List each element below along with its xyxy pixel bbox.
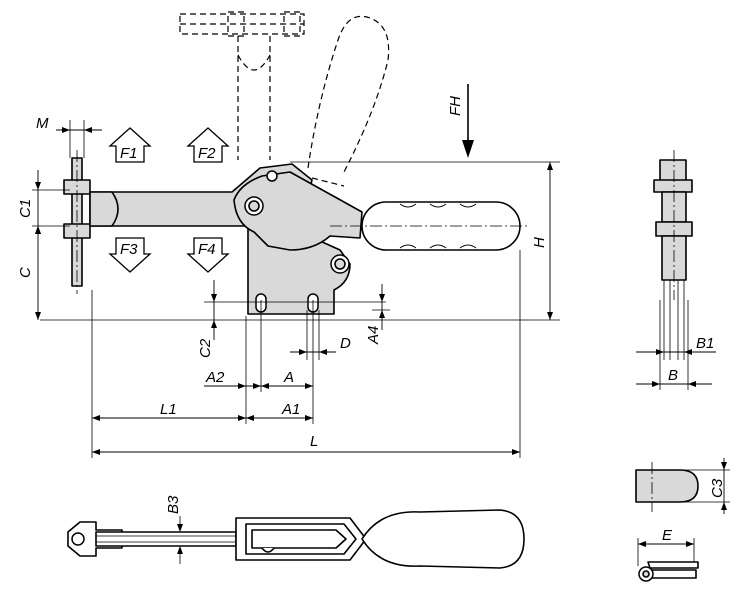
dim-c3: C3: [709, 478, 726, 498]
handle-grip-top: [361, 509, 525, 569]
dim-a1: A1: [281, 401, 300, 418]
dim-b: B: [668, 367, 678, 384]
dim-e: E: [662, 527, 673, 544]
side-view: B1 B: [636, 150, 716, 390]
front-view: F1 F2 F3 F4 FH: [17, 11, 560, 458]
force-arrow-down-icon: F4: [186, 237, 230, 273]
dim-a: A: [283, 369, 294, 386]
dim-fh: FH: [447, 96, 464, 116]
dim-b3: B3: [165, 495, 182, 514]
dim-a2: A2: [205, 369, 225, 386]
svg-text:F1: F1: [120, 145, 138, 162]
dim-h: H: [531, 237, 548, 248]
open-position-outline: [179, 11, 390, 187]
dim-l: L: [310, 433, 318, 450]
dim-c2: C2: [197, 338, 214, 358]
force-arrow-up-icon: F2: [186, 127, 230, 163]
top-view: B3: [67, 495, 525, 569]
spindle: [63, 150, 91, 294]
force-arrow-down-icon: F3: [108, 237, 152, 273]
arm-tip-detail: C3 E: [635, 458, 730, 582]
lever: [233, 171, 363, 251]
svg-text:F4: F4: [198, 241, 216, 258]
clamp-force-arrow-icon: [462, 84, 474, 158]
dim-a4: A4: [365, 326, 382, 345]
svg-text:F3: F3: [120, 241, 138, 258]
svg-text:F2: F2: [198, 145, 216, 162]
dim-c1: C1: [17, 199, 34, 218]
dim-d: D: [340, 335, 351, 352]
dim-l1: L1: [160, 401, 177, 418]
dim-m: M: [36, 115, 49, 132]
force-arrow-up-icon: F1: [108, 127, 152, 163]
dim-b1: B1: [696, 335, 714, 352]
dim-c: C: [17, 267, 34, 278]
